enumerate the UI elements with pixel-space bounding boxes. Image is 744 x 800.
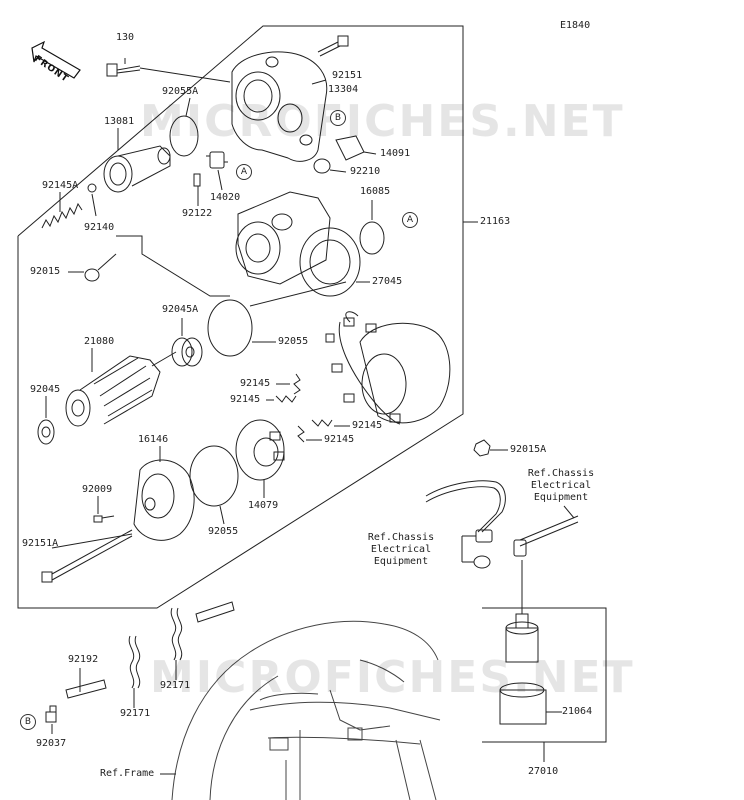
part-label-27045: 27045 [372, 276, 403, 287]
part-label-92015a: 92015A [510, 444, 547, 455]
callout-b-upper: B [330, 110, 346, 126]
armature-21080-shape [65, 351, 177, 427]
callout-a-lower: A [402, 212, 418, 228]
part-label-92145a: 92145A [42, 180, 79, 191]
callout-a-upper: A [236, 164, 252, 180]
bearing-92045-shape [37, 419, 55, 445]
part-label-92045a: 92045A [162, 304, 199, 315]
part-label-92055: 92055 [278, 336, 309, 347]
end-plate-27045-shape [299, 227, 361, 297]
gear-housing-13304-shape [231, 51, 328, 162]
brush-holder-14079-shape [235, 419, 285, 481]
part-label-21080: 21080 [84, 336, 115, 347]
screw-92009-shape [93, 515, 115, 523]
cable-upper-shape [425, 480, 506, 533]
spring-92145-d-shape [297, 425, 305, 443]
pin-92122-shape [193, 173, 201, 187]
frame-shape [171, 620, 441, 800]
part-label-14091: 14091 [380, 148, 411, 159]
grommet-shape [473, 555, 491, 569]
starter-group-outline [17, 25, 464, 609]
part-label-92151a: 92151A [22, 538, 59, 549]
part-label-14020: 14020 [210, 192, 241, 203]
ball-92140-shape [87, 183, 97, 193]
sleeve-92192-shape [65, 601, 235, 699]
part-label-16146: 16146 [138, 434, 169, 445]
callout-b-lower: B [20, 714, 36, 730]
watermark-top: MICROFICHES.NET [140, 96, 625, 147]
ref-frame: Ref.Frame [100, 768, 155, 779]
part-label-92140: 92140 [84, 222, 115, 233]
part-label-92055-b: 92055 [208, 526, 239, 537]
part-label-21163: 21163 [480, 216, 511, 227]
clip-92171-b-shape [170, 607, 183, 661]
part-label-13304: 13304 [328, 84, 359, 95]
part-label-92145-3: 92145 [352, 420, 383, 431]
part-label-92145-2: 92145 [230, 394, 261, 405]
seal-92210-shape [313, 158, 331, 174]
washer-92015-shape [84, 268, 100, 282]
part-label-92210: 92210 [350, 166, 381, 177]
spring-92145-b-shape [275, 395, 297, 403]
gear-14020-shape [206, 151, 228, 169]
spring-92145a-shape [41, 202, 83, 229]
gear-16085-shape [359, 221, 385, 255]
end-cover-16146-shape [133, 459, 195, 541]
spring-92145-a-shape [293, 373, 301, 395]
ref-chassis-left: Ref.Chassis Electrical Equipment [367, 532, 435, 567]
part-label-92171-a: 92171 [160, 680, 191, 691]
oring-92055-shape [207, 299, 253, 357]
starter-housing-shape [235, 191, 331, 285]
part-label-13081: 13081 [104, 116, 135, 127]
part-label-92122: 92122 [182, 208, 213, 219]
part-label-92192: 92192 [68, 654, 99, 665]
part-label-27010: 27010 [528, 766, 559, 777]
part-label-92145-1: 92145 [240, 378, 271, 389]
oring-92055-b-shape [189, 445, 239, 507]
yoke-assembly-shape [325, 311, 451, 425]
watermark-bottom: MICROFICHES.NET [150, 652, 635, 703]
clamp-92037-shape [45, 705, 57, 723]
cable-right-shape [519, 515, 579, 547]
front-arrow-icon [31, 40, 81, 79]
part-label-92045: 92045 [30, 384, 61, 395]
part-label-21064: 21064 [562, 706, 593, 717]
spring-92145-c-shape [311, 419, 333, 427]
relay-21064-shape [499, 613, 547, 725]
part-label-92171-b: 92171 [120, 708, 151, 719]
bolt-130-shape [106, 63, 141, 77]
bolt-92151a-shape [41, 529, 133, 583]
part-label-92015: 92015 [30, 266, 61, 277]
bolt-92151-shape [317, 35, 349, 57]
ref-chassis-right: Ref.Chassis Electrical Equipment [527, 468, 595, 503]
bearing-92045a-shape [171, 337, 203, 367]
part-label-14079: 14079 [248, 500, 279, 511]
pinion-13081-shape [103, 145, 171, 193]
part-label-92009: 92009 [82, 484, 113, 495]
part-label-92151: 92151 [332, 70, 363, 81]
clip-92171-a-shape [128, 635, 141, 689]
diagram-code: E1840 [560, 20, 591, 31]
part-label-92055a: 92055A [162, 86, 199, 97]
oring-92055a-shape [169, 115, 199, 157]
part-label-130: 130 [116, 32, 135, 43]
part-label-16085: 16085 [360, 186, 391, 197]
nut-92015a-shape [473, 439, 491, 457]
part-label-92037: 92037 [36, 738, 67, 749]
part-label-92145-4: 92145 [324, 434, 355, 445]
